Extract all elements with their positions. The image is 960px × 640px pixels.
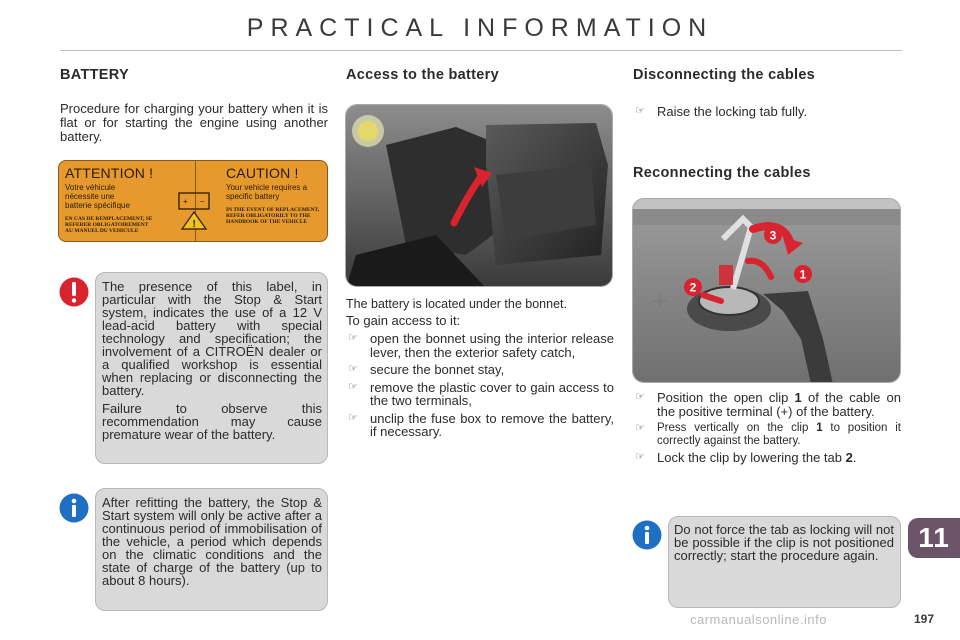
pointing-hand-icon: ☞ bbox=[635, 451, 645, 463]
callout-3: 3 bbox=[770, 229, 777, 243]
reconnect-info-text: Do not force the tab as locking will not… bbox=[674, 522, 894, 563]
battery-warning-label: ATTENTION ! Votre véhicule nécessite une… bbox=[58, 160, 328, 242]
pointing-hand-icon: ☞ bbox=[348, 332, 358, 344]
battery-warning-text: The presence of this label, in particula… bbox=[102, 280, 322, 441]
page-number: 197 bbox=[914, 612, 935, 626]
pointing-hand-icon: ☞ bbox=[635, 422, 645, 434]
list-item: ☞remove the plastic cover to gain access… bbox=[348, 379, 614, 408]
info-icon bbox=[59, 493, 89, 523]
page-title: PRACTICAL INFORMATION bbox=[246, 14, 714, 42]
terminal-clip-photo: + 1 2 3 bbox=[632, 198, 901, 383]
watermark: carmanualsonline.info bbox=[690, 612, 827, 627]
battery-heading: BATTERY bbox=[60, 67, 129, 83]
list-item: ☞Raise the locking tab fully. bbox=[635, 104, 808, 119]
battery-warning-note bbox=[95, 272, 328, 464]
reconnect-heading: Reconnecting the cables bbox=[633, 165, 811, 181]
disconnect-heading: Disconnecting the cables bbox=[633, 67, 816, 83]
pointing-hand-icon: ☞ bbox=[635, 391, 645, 403]
access-heading: Access to the battery bbox=[346, 67, 499, 83]
list-item: ☞Press vertically on the clip 1 to posit… bbox=[635, 422, 901, 447]
pointing-hand-icon: ☞ bbox=[348, 363, 358, 375]
svg-text:−: − bbox=[200, 197, 205, 206]
list-item: ☞open the bonnet using the interior rele… bbox=[348, 331, 614, 360]
callout-2: 2 bbox=[690, 281, 697, 295]
disconnect-steps: ☞Raise the locking tab fully. bbox=[633, 105, 901, 123]
callout-1: 1 bbox=[800, 268, 807, 282]
label-english-half: CAUTION ! Your vehicle requires a specif… bbox=[195, 161, 327, 241]
svg-text:+: + bbox=[651, 285, 669, 318]
battery-info-text: After refitting the battery, the Stop & … bbox=[102, 495, 322, 588]
label-caution-small: IN THE EVENT OF REPLACEMENT, REFER OBLIG… bbox=[226, 207, 320, 225]
chapter-tab: 11 bbox=[908, 518, 960, 558]
battery-info-note bbox=[95, 488, 328, 611]
list-item: ☞unclip the fuse box to remove the batte… bbox=[348, 410, 614, 439]
pointing-hand-icon: ☞ bbox=[348, 411, 358, 424]
list-item: ☞secure the bonnet stay, bbox=[348, 362, 505, 377]
label-attention: ATTENTION ! bbox=[65, 165, 154, 181]
svg-text:+: + bbox=[183, 197, 188, 206]
battery-icon: + − ! bbox=[178, 192, 210, 230]
label-caution: CAUTION ! bbox=[226, 165, 299, 181]
info-icon bbox=[632, 520, 662, 550]
warning-paragraph-1: The presence of this label, in particula… bbox=[102, 279, 322, 398]
list-item: ☞Position the open clip 1 of the cable o… bbox=[635, 390, 901, 419]
pointing-hand-icon: ☞ bbox=[348, 380, 358, 393]
header-divider bbox=[60, 50, 902, 51]
label-attention-small: EN CAS DE REMPLACEMENT, SE REFERER OBLIG… bbox=[65, 216, 153, 234]
access-located: The battery is located under the bonnet. bbox=[346, 297, 567, 311]
label-attention-sub: Votre véhicule nécessite une batterie sp… bbox=[65, 183, 130, 210]
label-caution-sub: Your vehicle requires a specific battery bbox=[226, 183, 308, 201]
warning-paragraph-2: Failure to observe this recommendation m… bbox=[102, 401, 322, 442]
engine-bay-photo bbox=[345, 104, 613, 287]
reconnect-info-note bbox=[668, 516, 901, 608]
access-gain: To gain access to it: bbox=[346, 313, 461, 328]
svg-text:!: ! bbox=[193, 219, 196, 230]
access-steps: ☞open the bonnet using the interior rele… bbox=[346, 332, 614, 443]
list-item: ☞Lock the clip by lowering the tab 2. bbox=[635, 450, 857, 465]
reconnect-steps: ☞Position the open clip 1 of the cable o… bbox=[633, 391, 901, 469]
label-french-half: ATTENTION ! Votre véhicule nécessite une… bbox=[59, 161, 193, 241]
pointing-hand-icon: ☞ bbox=[635, 105, 645, 117]
exclamation-icon bbox=[59, 277, 89, 307]
battery-intro: Procedure for charging your battery when… bbox=[60, 101, 328, 144]
